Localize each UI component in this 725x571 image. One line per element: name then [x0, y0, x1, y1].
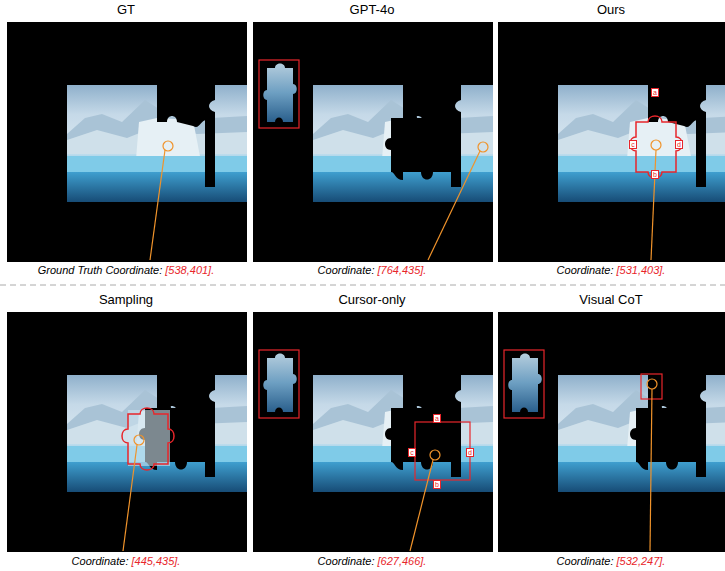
coordinate-key: Ground Truth Coordinate:	[38, 264, 163, 276]
edge-letter-mark: b	[651, 170, 659, 179]
panel-title: Visual CoT	[579, 292, 642, 307]
panel-title: Ours	[597, 2, 625, 17]
edge-letter: d	[468, 449, 472, 456]
coordinate-key: Coordinate:	[318, 264, 375, 276]
edge-letter-mark: d	[675, 140, 683, 149]
coordinate-value: [764,435].	[377, 264, 426, 276]
edge-letter-mark: a	[433, 414, 441, 423]
panel-title: GPT-4o	[350, 2, 395, 17]
edge-letter: a	[435, 415, 439, 422]
coordinate-line: Coordinate:[764,435].	[318, 264, 427, 276]
edge-letter: c	[631, 141, 635, 148]
coordinate-value: [627,466].	[377, 555, 426, 567]
coordinate-value: [538,401].	[165, 264, 214, 276]
coordinate-key: Coordinate:	[318, 555, 375, 567]
edge-letter-mark: c	[629, 140, 637, 149]
edge-letter-mark: a	[651, 88, 659, 97]
panel-title: Sampling	[99, 292, 153, 307]
coordinate-key: Coordinate:	[557, 264, 614, 276]
panel-title: GT	[117, 2, 135, 17]
panel-title: Cursor-only	[338, 292, 405, 307]
edge-letter: d	[677, 141, 681, 148]
edge-letter-mark: b	[433, 480, 441, 489]
coordinate-line: Ground Truth Coordinate:[538,401].	[38, 264, 214, 276]
coordinate-key: Coordinate:	[557, 555, 614, 567]
coordinate-value: [531,403].	[616, 264, 665, 276]
coordinate-key: Coordinate:	[72, 555, 129, 567]
edge-letter: b	[435, 481, 439, 488]
edge-letter: a	[653, 89, 657, 96]
coordinate-line: Coordinate:[627,466].	[318, 555, 427, 567]
edge-letter: b	[653, 171, 657, 178]
edge-letter-mark: c	[408, 448, 416, 457]
coordinate-line: Coordinate:[445,435].	[72, 555, 181, 567]
edge-letter: c	[410, 449, 414, 456]
edge-letter-mark: d	[466, 448, 474, 457]
coordinate-value: [445,435].	[131, 555, 180, 567]
coordinate-line: Coordinate:[531,403].	[557, 264, 666, 276]
coordinate-value: [532,247].	[616, 555, 665, 567]
coordinate-line: Coordinate:[532,247].	[557, 555, 666, 567]
